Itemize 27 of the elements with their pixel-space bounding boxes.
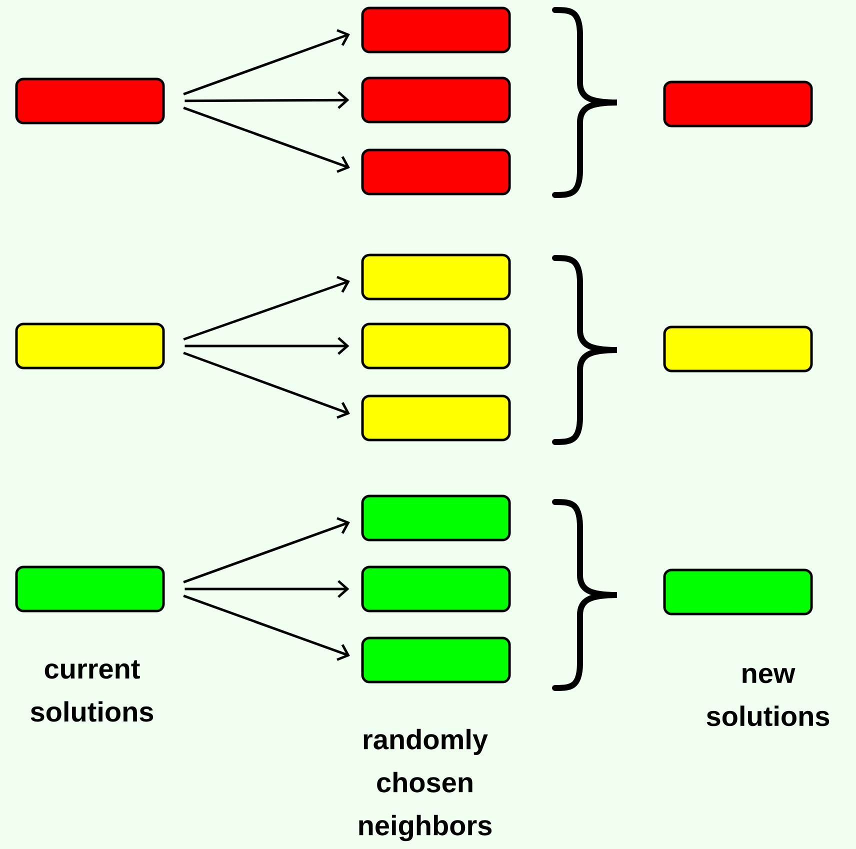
solution-box — [361, 494, 511, 542]
solution-box — [361, 76, 511, 124]
solution-box — [361, 636, 511, 684]
solution-box — [15, 78, 165, 124]
arrow — [184, 91, 350, 110]
solution-box — [361, 322, 511, 370]
arrow — [183, 276, 350, 341]
solution-box — [663, 568, 813, 616]
solution-box — [361, 148, 511, 196]
solution-box — [663, 80, 813, 128]
solution-box — [361, 6, 511, 54]
solution-box — [15, 322, 165, 370]
solution-box — [663, 326, 813, 372]
arrow — [184, 337, 350, 355]
solution-box — [361, 254, 511, 300]
arrow — [183, 106, 350, 173]
arrow — [183, 29, 350, 96]
caption-text: randomly chosen neighbors — [359, 728, 492, 842]
arrow — [184, 580, 350, 598]
caption-text: new solutions — [706, 668, 830, 726]
solution-box — [15, 566, 165, 612]
arrow — [183, 517, 350, 584]
arrow — [183, 594, 350, 661]
solution-box — [361, 394, 511, 442]
caption-text: current solutions — [30, 660, 154, 722]
solution-box — [361, 566, 511, 612]
arrow — [183, 352, 350, 419]
